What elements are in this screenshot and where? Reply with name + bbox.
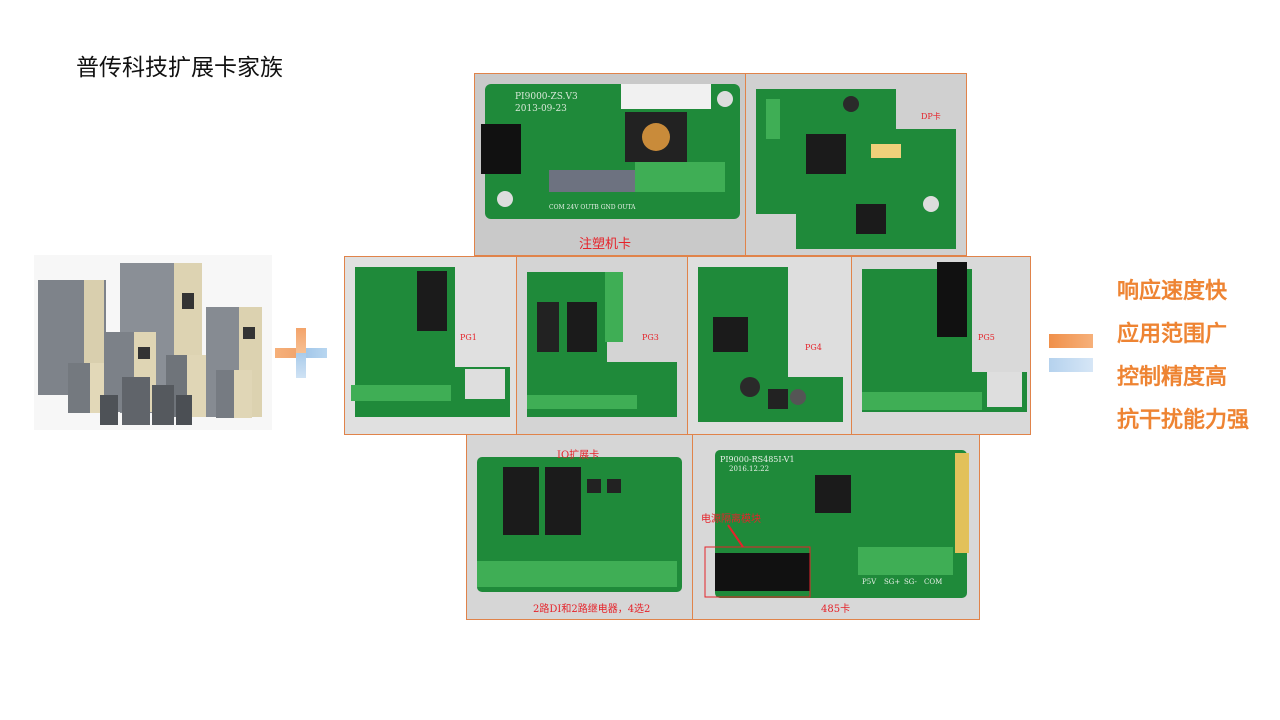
board-pg3-card: PG3 bbox=[516, 256, 688, 435]
board-dp-card: DP卡 bbox=[745, 73, 967, 256]
board-note: 2路DI和2路继电器，4选2 bbox=[533, 604, 651, 615]
equals-icon-top bbox=[1049, 334, 1093, 348]
feature-list: 响应速度快 应用范围广 控制精度高 抗干扰能力强 bbox=[1117, 272, 1249, 444]
feature-item: 应用范围广 bbox=[1117, 322, 1228, 347]
silk-date-text: 2016.12.22 bbox=[729, 465, 770, 473]
feature-item: 抗干扰能力强 bbox=[1117, 408, 1250, 433]
board-caption: DP卡 bbox=[921, 112, 941, 121]
board-pg1-card: PG1 bbox=[344, 256, 517, 435]
terminal-labels: COM 24V OUTB GND OUTA bbox=[549, 204, 636, 211]
inverter-product-image bbox=[34, 255, 272, 430]
board-caption: IO扩展卡 bbox=[557, 450, 600, 461]
silk-model-text: PI9000-RS485I-V1 bbox=[720, 455, 795, 464]
board-485-card: PI9000-RS485I-V1 2016.12.22 电源隔离模块 P5V S… bbox=[692, 434, 980, 620]
board-caption: 485卡 bbox=[821, 604, 851, 615]
board-injection-card: PI9000-ZS.V3 2013-09-23 COM 24V OUTB GND… bbox=[474, 73, 747, 256]
silk-model-text: PI9000-ZS.V3 bbox=[515, 92, 578, 102]
board-caption: 注塑机卡 bbox=[579, 237, 632, 252]
equals-icon-bottom bbox=[1049, 358, 1093, 372]
silk-date-text: 2013-09-23 bbox=[515, 104, 567, 114]
plus-icon bbox=[275, 328, 327, 378]
board-caption: PG1 bbox=[460, 333, 477, 342]
feature-item: 响应速度快 bbox=[1117, 279, 1228, 304]
board-caption: PG3 bbox=[642, 333, 659, 342]
board-caption: PG5 bbox=[978, 333, 995, 342]
feature-item: 控制精度高 bbox=[1117, 365, 1228, 390]
power-isolation-annotation: 电源隔离模块 bbox=[701, 514, 761, 525]
terminal-label-sgminus: SG- bbox=[904, 578, 917, 586]
board-io-card: IO扩展卡 2路DI和2路继电器，4选2 bbox=[466, 434, 694, 620]
terminal-label-sgplus: SG+ bbox=[884, 578, 901, 586]
board-pg4-card: PG4 bbox=[687, 256, 852, 435]
board-caption: PG4 bbox=[805, 343, 822, 352]
terminal-label-com: COM bbox=[924, 578, 943, 586]
terminal-label-p5v: P5V bbox=[862, 578, 877, 586]
page-title: 普传科技扩展卡家族 bbox=[76, 55, 283, 81]
board-pg5-card: PG5 bbox=[851, 256, 1031, 435]
